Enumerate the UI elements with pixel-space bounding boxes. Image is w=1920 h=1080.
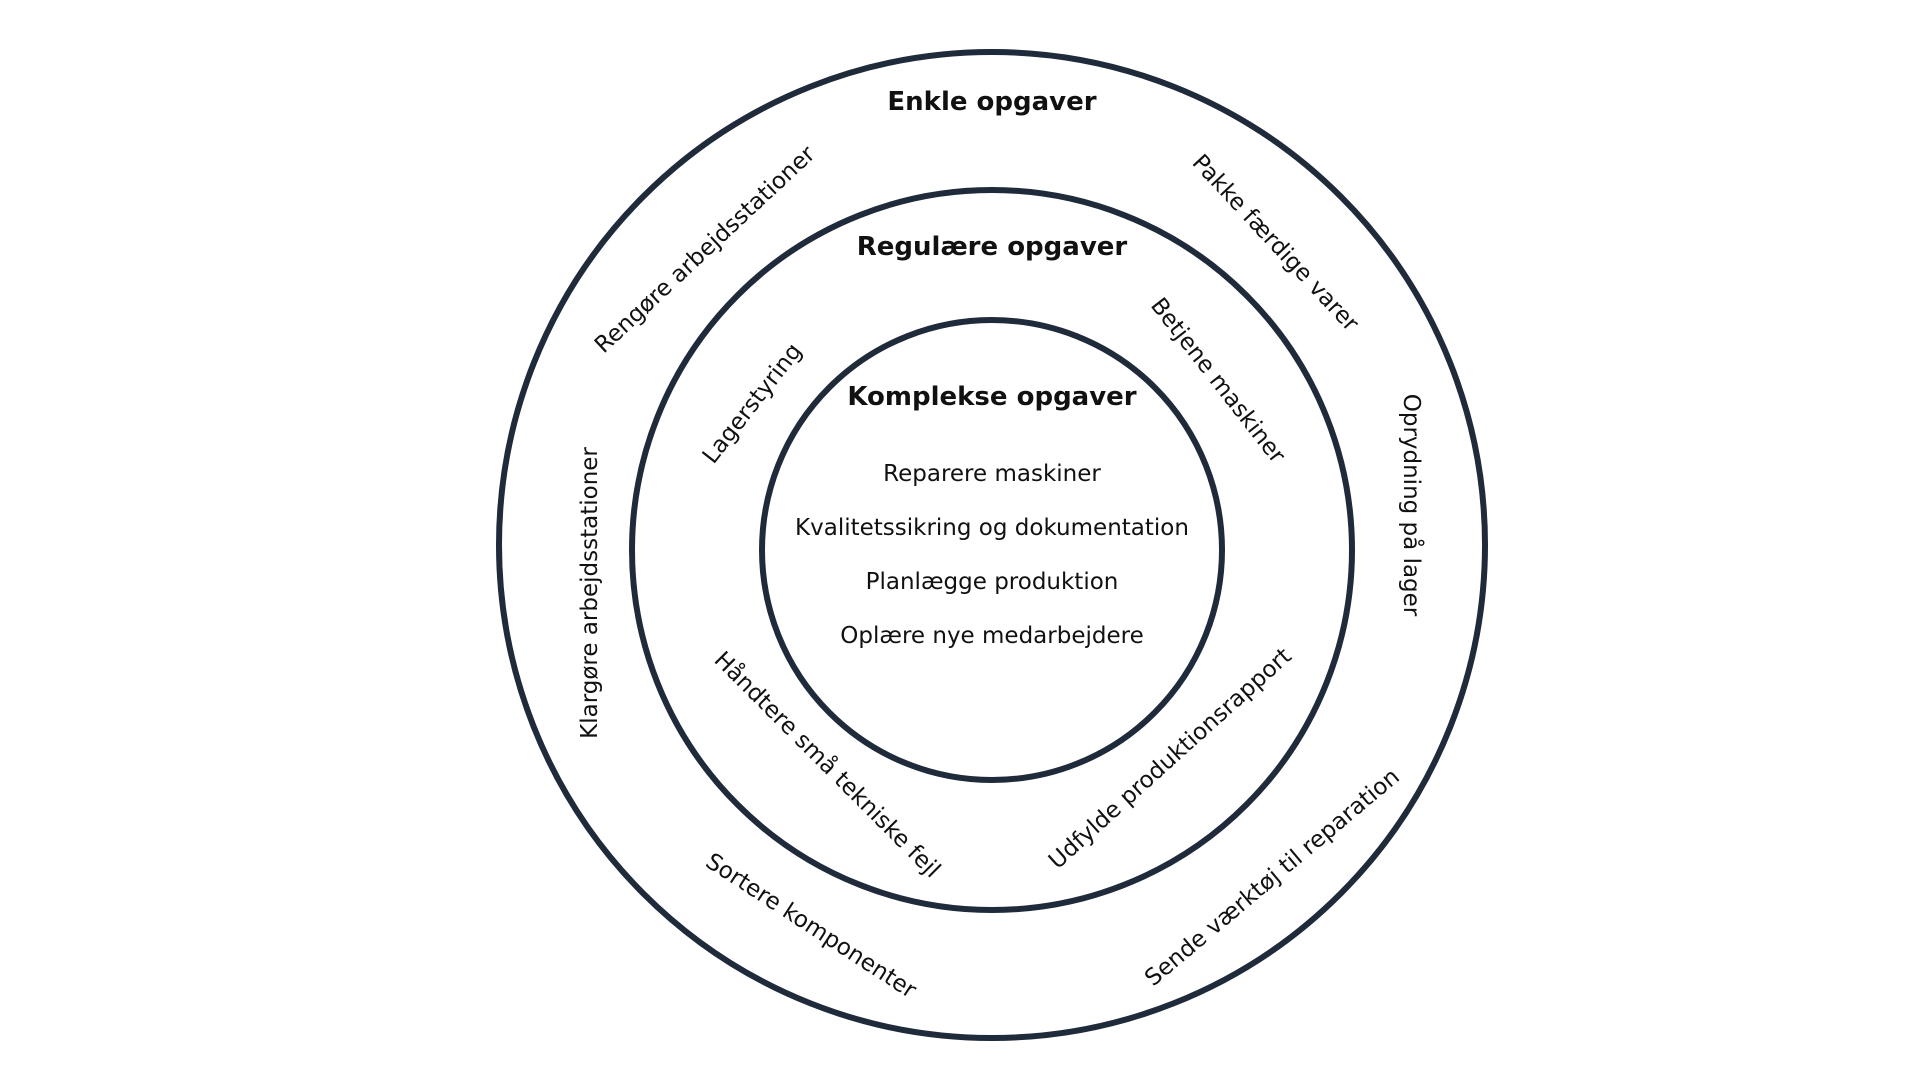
outer-ring-title: Enkle opgaver <box>887 87 1096 117</box>
task-oplaere-nye-medarbejdere: Oplære nye medarbejdere <box>840 623 1143 649</box>
task-sende-vaerktoej-til-reparation: Sende værktøj til reparation <box>1140 764 1405 992</box>
inner-ring-title: Komplekse opgaver <box>847 382 1136 412</box>
outer-ring <box>496 49 1488 1041</box>
task-sortere-komponenter: Sortere komponenter <box>701 848 921 1004</box>
inner-ring <box>759 317 1225 783</box>
task-kvalitetssikring-og-dokumentation: Kvalitetssikring og dokumentation <box>795 515 1189 541</box>
task-klargore-arbejdsstationer: Klargøre arbejdsstationer <box>577 447 603 739</box>
middle-ring <box>629 187 1355 913</box>
task-planlaegge-produktion: Planlægge produktion <box>866 569 1119 595</box>
task-lagerstyring: Lagerstyring <box>698 339 808 469</box>
task-oprydning-paa-lager: Oprydning på lager <box>1398 394 1426 617</box>
middle-ring-title: Regulære opgaver <box>857 232 1128 262</box>
task-reparere-maskiner: Reparere maskiner <box>883 461 1101 487</box>
task-pakke-faerdige-varer: Pakke færdige varer <box>1187 150 1364 337</box>
task-rengore-arbejdsstationer: Rengøre arbejdsstationer <box>590 141 821 359</box>
